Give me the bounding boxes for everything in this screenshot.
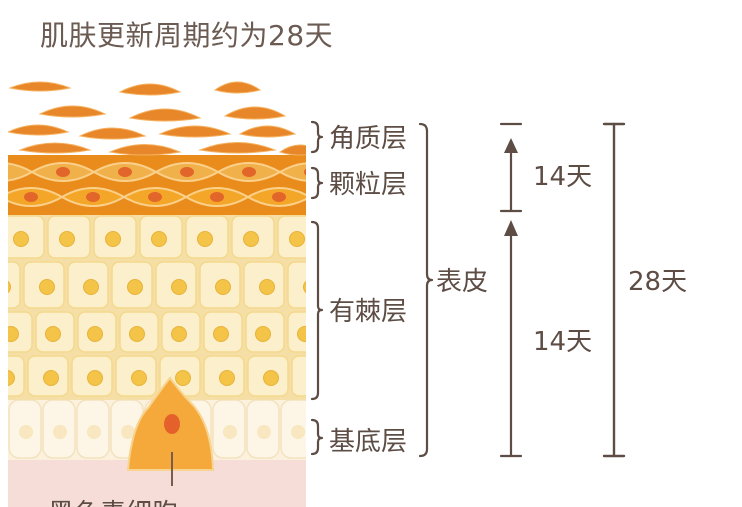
spinous-cell-nucleus (171, 326, 187, 342)
spinous-cell (8, 261, 21, 309)
spinous-cell-nucleus (8, 370, 15, 386)
spinous-cell-nucleus (289, 231, 305, 247)
corneum-flake (158, 125, 232, 138)
basal-cell-nucleus (19, 425, 33, 439)
spinous-cell (287, 311, 306, 353)
corneum-flake (198, 142, 277, 154)
spinous-cell-nucleus (171, 279, 187, 295)
spinous-cell-nucleus (8, 280, 11, 294)
label-stratum-granulosum: 颗粒层 (329, 170, 407, 200)
corneum-flake (8, 81, 72, 92)
spinous-cell-nucleus (131, 370, 147, 386)
granular-cell-nucleus (242, 167, 256, 177)
granular-bracket (310, 166, 324, 200)
basal-cell-nucleus (223, 425, 237, 439)
spinous-cell-nucleus (243, 231, 259, 247)
melanocyte-cell (126, 376, 215, 486)
skin-cross-section (0, 81, 323, 507)
label-melanocyte: 黑色素细胞 (48, 499, 178, 507)
granular-cell-nucleus (210, 192, 224, 202)
granular-cell-nucleus (86, 192, 100, 202)
granular-cell-nucleus (304, 168, 306, 176)
spinous-cell-nucleus (297, 326, 306, 342)
label-stratum-corneum: 角质层 (329, 124, 407, 154)
label-epidermis: 表皮 (436, 267, 488, 297)
spinous-cell-nucleus (219, 370, 235, 386)
spinous-cell-nucleus (308, 371, 323, 386)
corneum-flake (108, 144, 182, 156)
label-stratum-basale: 基底层 (329, 427, 407, 457)
spinous-bracket (310, 220, 324, 401)
granular-cell-nucleus (24, 192, 38, 202)
corneum-flake (118, 83, 182, 96)
spinous-cell-nucleus (59, 231, 75, 247)
corneum-flake (213, 81, 262, 94)
granular-cell-nucleus (56, 167, 70, 177)
spinous-cell-nucleus (263, 370, 279, 386)
corneum-flake (18, 142, 92, 154)
spinous-cell (8, 355, 25, 397)
label-lower-duration: 14天 (533, 327, 592, 357)
corneum-flake (8, 124, 70, 136)
lower-arrowhead (504, 220, 518, 236)
granular-cell-nucleus (0, 167, 8, 177)
granular-cell-nucleus (148, 192, 162, 202)
granular-cell-nucleus (180, 167, 194, 177)
spinous-cell-nucleus (129, 326, 145, 342)
spinous-cell-nucleus (215, 279, 231, 295)
spinous-cell-nucleus (45, 326, 61, 342)
corneum-flake (78, 127, 147, 140)
spinous-cell-nucleus (87, 370, 103, 386)
basal-cell-nucleus (291, 425, 305, 439)
label-stratum-spinosum: 有棘层 (329, 297, 407, 327)
spinous-cell-nucleus (213, 326, 229, 342)
corneum-layer-cells (8, 81, 306, 156)
spinous-cell (287, 261, 306, 309)
basal-bracket (310, 418, 324, 456)
corneum-bracket (310, 120, 324, 154)
corneum-flake (128, 108, 202, 122)
granular-layer-cells (0, 162, 306, 207)
granular-cell-nucleus (272, 192, 286, 202)
spinous-cell-nucleus (259, 279, 275, 295)
upper-arrowhead (504, 138, 518, 153)
spinous-cell-nucleus (83, 279, 99, 295)
granular-cell-nucleus (118, 167, 132, 177)
corneum-flake (38, 105, 107, 118)
spinous-layer-cells (8, 215, 323, 397)
epidermis-bracket (418, 122, 434, 458)
basal-cell-nucleus (257, 425, 271, 439)
basal-cell-nucleus (53, 425, 67, 439)
spinous-cell (8, 311, 33, 353)
spinous-cell-nucleus (8, 326, 19, 342)
spinous-cell-nucleus (127, 279, 143, 295)
corneum-flake (223, 106, 287, 120)
basal-cell-nucleus (121, 425, 135, 439)
spinous-cell-nucleus (43, 370, 59, 386)
spinous-cell-nucleus (13, 231, 29, 247)
spinous-cell-nucleus (197, 231, 213, 247)
spinous-cell-nucleus (175, 370, 191, 386)
spinous-cell-nucleus (255, 326, 271, 342)
label-total-duration: 28天 (628, 267, 687, 297)
corneum-flake (278, 144, 306, 156)
spinous-cell-nucleus (303, 280, 306, 294)
spinous-cell-nucleus (151, 231, 167, 247)
granular-cell (278, 162, 306, 182)
spinous-cell-nucleus (39, 279, 55, 295)
spinous-cell (291, 355, 306, 397)
spinous-cell-nucleus (87, 326, 103, 342)
spinous-cell-nucleus (105, 231, 121, 247)
corneum-flake (238, 125, 297, 138)
basal-cell-nucleus (87, 425, 101, 439)
label-upper-duration: 14天 (533, 162, 592, 192)
page-title: 肌肤更新周期约为28天 (40, 19, 334, 52)
